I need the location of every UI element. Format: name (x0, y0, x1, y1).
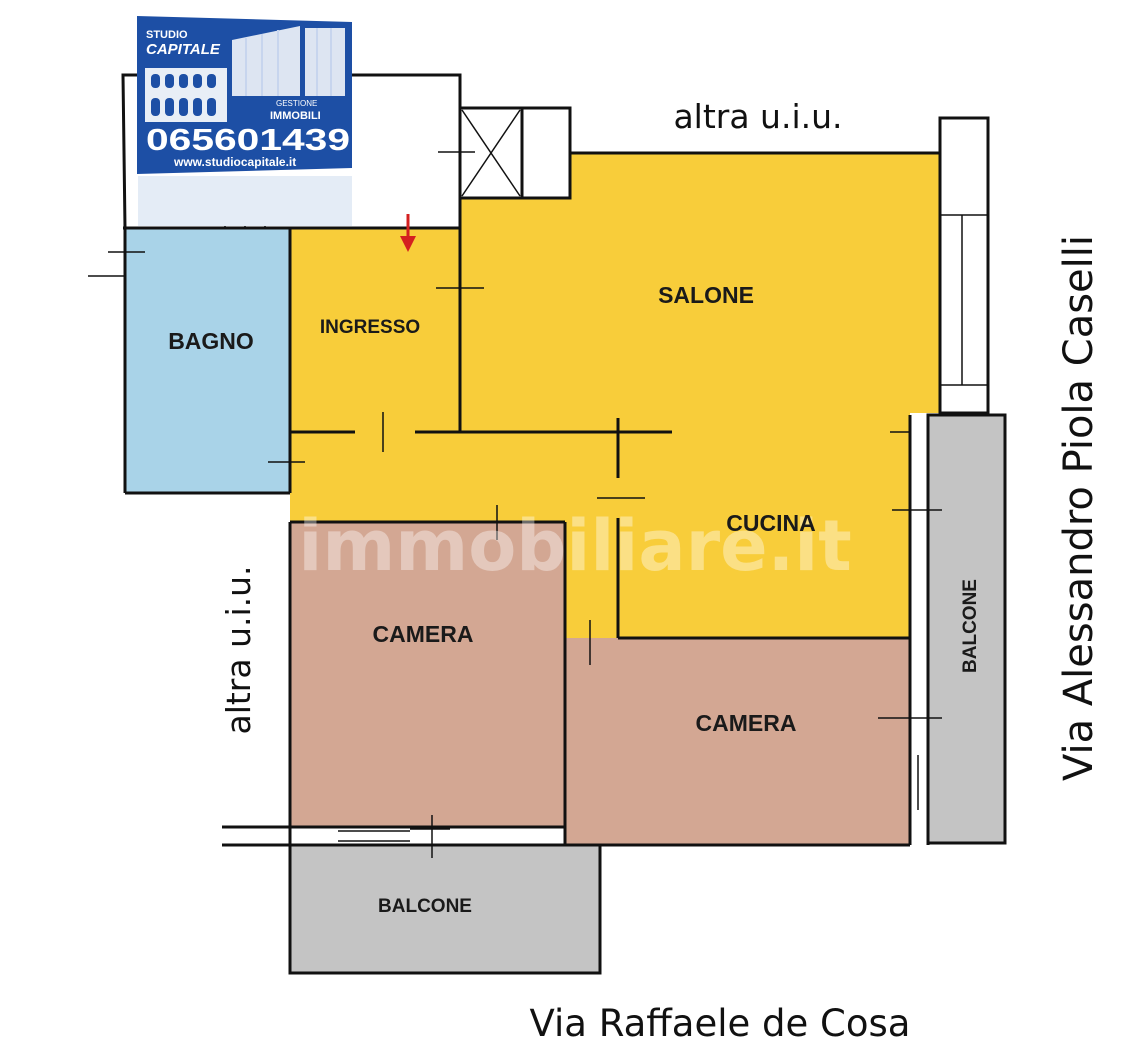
logo-studio: STUDIO (146, 29, 188, 41)
camera-left-label: CAMERA (373, 621, 474, 647)
logo-website: www.studiocapitale.it (173, 155, 296, 169)
watermark: immobiliare.it (298, 505, 851, 587)
walls (121, 73, 1007, 975)
ingresso-label: INGRESSO (320, 317, 420, 338)
agency-logo: STUDIO CAPITALE GESTIONE IMMOBILI 065601… (137, 16, 352, 226)
bagno-room (125, 228, 290, 493)
left-neighbor-label: altra u.i.u. (219, 565, 258, 734)
door-marks (88, 151, 942, 810)
balcone-right-label: BALCONE (960, 579, 981, 673)
salone-cucina-room (460, 153, 940, 638)
logo-immobili: IMMOBILI (270, 110, 321, 122)
logo-phone: 065601439 (146, 122, 350, 157)
street-right-label: Via Alessandro Piola Caselli (1056, 235, 1102, 781)
entrance-arrow-icon (400, 214, 416, 252)
logo-gestione: GESTIONE (276, 99, 317, 108)
bagno-label: BAGNO (168, 328, 254, 354)
balcone-right-area (928, 415, 1005, 843)
cucina-label: CUCINA (726, 510, 815, 536)
camera-right-label: CAMERA (696, 710, 797, 736)
camera-right-room (565, 638, 910, 845)
top-neighbor-label: altra u.i.u. (673, 97, 842, 136)
camera-left-room (290, 522, 565, 827)
logo-capitale: CAPITALE (146, 41, 221, 58)
balcone-bottom-label: BALCONE (378, 896, 472, 917)
ingresso-room (290, 228, 460, 433)
corridor (290, 432, 618, 638)
salone-label: SALONE (658, 282, 754, 308)
street-bottom-label: Via Raffaele de Cosa (530, 1002, 911, 1045)
balcone-bottom-area (290, 845, 600, 973)
